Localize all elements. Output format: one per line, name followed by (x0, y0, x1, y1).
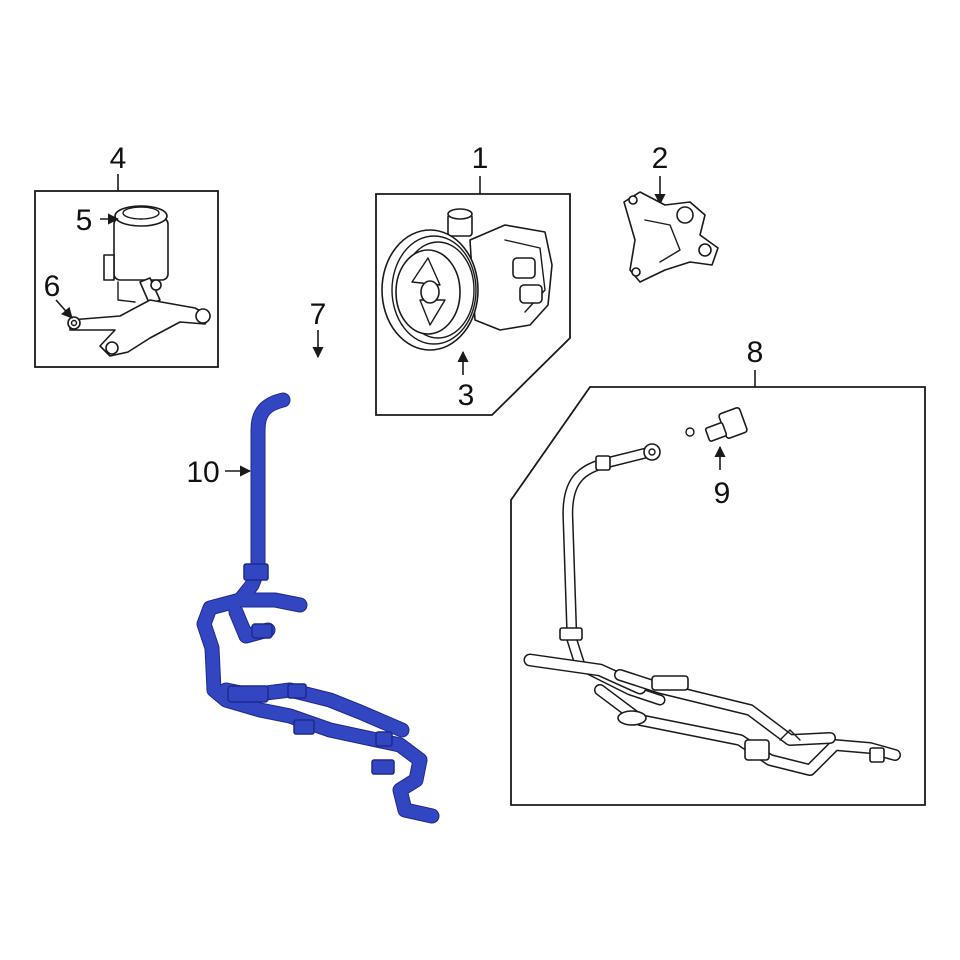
pressure-switch (685, 407, 748, 470)
pump-box (375, 193, 571, 416)
callout-6: 6 (44, 270, 61, 303)
reservoir-bracket (67, 299, 211, 357)
callout-7: 7 (310, 298, 327, 331)
pressure-line-group (510, 370, 926, 806)
pump-group (375, 176, 571, 416)
power-steering-pump (381, 208, 553, 351)
reservoir-group (34, 174, 219, 368)
return-hose (289, 330, 409, 471)
callout-1: 1 (472, 142, 489, 175)
reservoir-tank (103, 205, 169, 306)
callout-6-arrow (55, 299, 73, 319)
callout-3: 3 (458, 379, 475, 412)
callout-5: 5 (76, 204, 93, 237)
pump-bracket (623, 176, 719, 283)
callout-8: 8 (747, 336, 764, 369)
callout-2: 2 (652, 142, 669, 175)
callout-9: 9 (714, 477, 731, 510)
power-steering-cooler (196, 392, 440, 824)
reservoir-box (34, 190, 219, 368)
pressure-line-box (510, 386, 926, 806)
callout-10: 10 (186, 456, 219, 489)
callout-4: 4 (110, 142, 127, 175)
